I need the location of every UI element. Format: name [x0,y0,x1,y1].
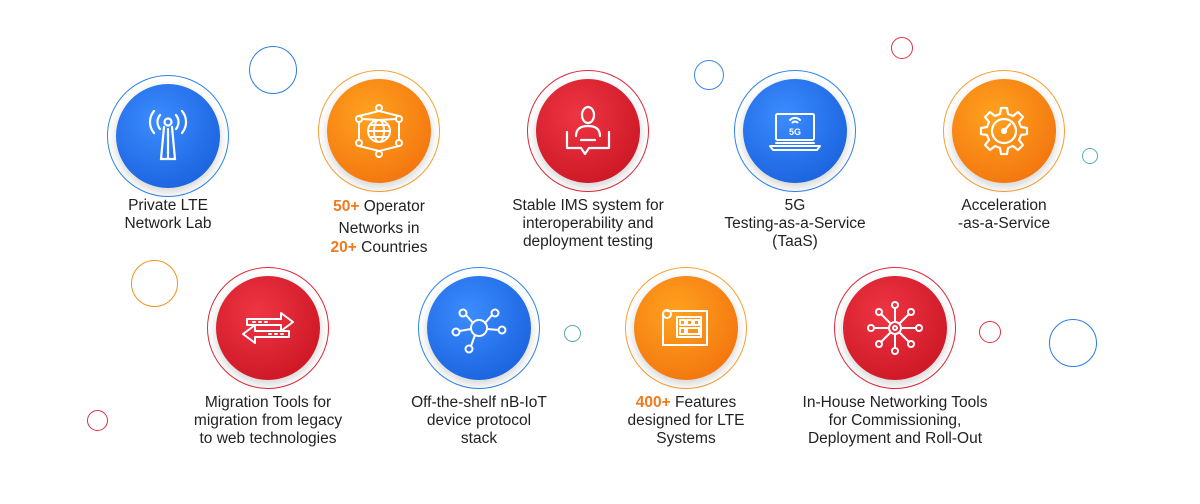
feature-ring [834,267,956,389]
feature-icon-disc [216,276,320,380]
highlight-count: 20+ [330,239,357,256]
antenna-icon [148,109,188,161]
decorative-circle [979,321,1001,343]
caption-line: Stable IMS system for [512,197,664,214]
globe-network-icon [355,104,403,158]
caption-line: Acceleration [961,197,1047,214]
feature-caption: 400+ Features designed for LTE Systems [576,394,796,448]
caption-line: to web technologies [199,430,337,447]
feature-ring [943,70,1065,192]
caption-line: deployment testing [522,233,654,250]
feature-caption: Off-the-shelf nB-IoT device protocol sta… [369,394,589,448]
caption-line: (TaaS) [772,233,818,250]
decorative-circle [87,410,108,431]
feature-caption: Stable IMS system for interoperability a… [478,197,698,251]
feature-icon-disc [843,276,947,380]
feature-caption: Private LTE Network Lab [58,197,278,233]
decorative-circle [249,46,297,94]
caption-text: Countries [356,239,428,256]
feature-icon-disc [116,84,220,188]
feature-ring [207,267,329,389]
caption-line: -as-a-Service [957,215,1051,232]
feature-ring [527,70,649,192]
feature-ring [107,75,229,197]
decorative-circle [891,37,913,59]
feature-icon-disc: 5G [743,79,847,183]
decorative-circle [694,60,724,90]
caption-line: designed for LTE [627,412,745,429]
caption-text: Operator [359,198,425,215]
feature-caption: Acceleration -as-a-Service [894,197,1114,233]
blueprint-icon [662,309,708,346]
decorative-circle [1049,319,1097,367]
feature-ring [625,267,747,389]
person-chat-icon [565,105,611,156]
feature-icon-disc [427,276,531,380]
feature-icon-disc [327,79,431,183]
caption-line: 400+ Features [576,394,796,412]
feature-caption: 5G Testing-as-a-Service (TaaS) [685,197,905,251]
caption-line: Migration Tools for [204,394,332,411]
arrows-exchange-icon [242,312,294,344]
caption-line: 5G [784,197,806,214]
caption-line: for Commissioning, [828,412,962,429]
gear-network-icon [867,301,923,355]
decorative-circle [1082,148,1098,164]
caption-line: interoperability and [522,215,654,232]
feature-icon-disc [536,79,640,183]
caption-line: Systems [656,430,716,447]
caption-line: Private LTE [128,197,208,214]
highlight-count: 400+ [635,394,671,411]
feature-caption: In-House Networking Tools for Commission… [785,394,1005,448]
caption-line: migration from legacy [193,412,343,429]
caption-line: 20+ Countries [269,238,489,257]
feature-ring [734,70,856,192]
caption-line: In-House Networking Tools [802,394,988,411]
feature-icon-disc [952,79,1056,183]
caption-line: Networks in [338,220,420,237]
feature-ring [418,267,540,389]
decorative-circle [131,260,178,307]
caption-line: Deployment and Roll-Out [807,430,983,447]
feature-icon-disc [634,276,738,380]
feature-caption: Migration Tools for migration from legac… [158,394,378,448]
hub-network-icon [451,308,507,354]
caption-line: stack [460,430,498,447]
laptop-5g-icon: 5G [769,113,821,151]
caption-text: Features [670,394,737,411]
feature-ring [318,70,440,192]
decorative-circle [564,325,581,342]
caption-line: Testing-as-a-Service [724,215,866,232]
caption-line: Network Lab [124,215,212,232]
icon-label: 5G [789,127,801,137]
feature-caption: 50+ Operator Networks in 20+ Countries [269,197,489,257]
caption-line: device protocol [426,412,532,429]
caption-line: Off-the-shelf nB-IoT [411,394,547,411]
gear-gauge-icon [979,106,1029,156]
highlight-count: 50+ [333,198,360,215]
caption-line: 50+ Operator [269,197,489,216]
